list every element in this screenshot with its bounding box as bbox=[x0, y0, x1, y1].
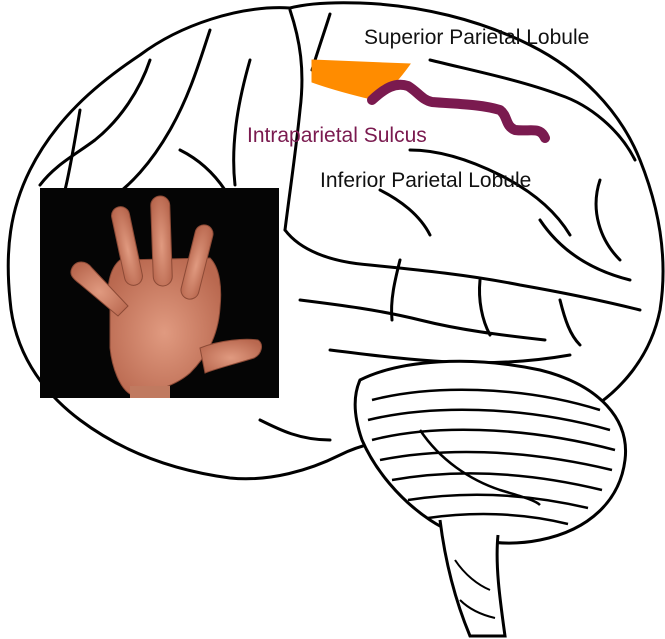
hand-photo bbox=[40, 188, 279, 398]
intraparietal-sulcus-label: Intraparietal Sulcus bbox=[247, 125, 427, 146]
superior-parietal-region bbox=[312, 60, 410, 100]
open-hand-photo-icon bbox=[40, 188, 279, 398]
superior-parietal-lobule-label: Superior Parietal Lobule bbox=[364, 27, 589, 48]
brainstem bbox=[440, 520, 505, 636]
inferior-parietal-lobule-label: Inferior Parietal Lobule bbox=[320, 170, 531, 191]
